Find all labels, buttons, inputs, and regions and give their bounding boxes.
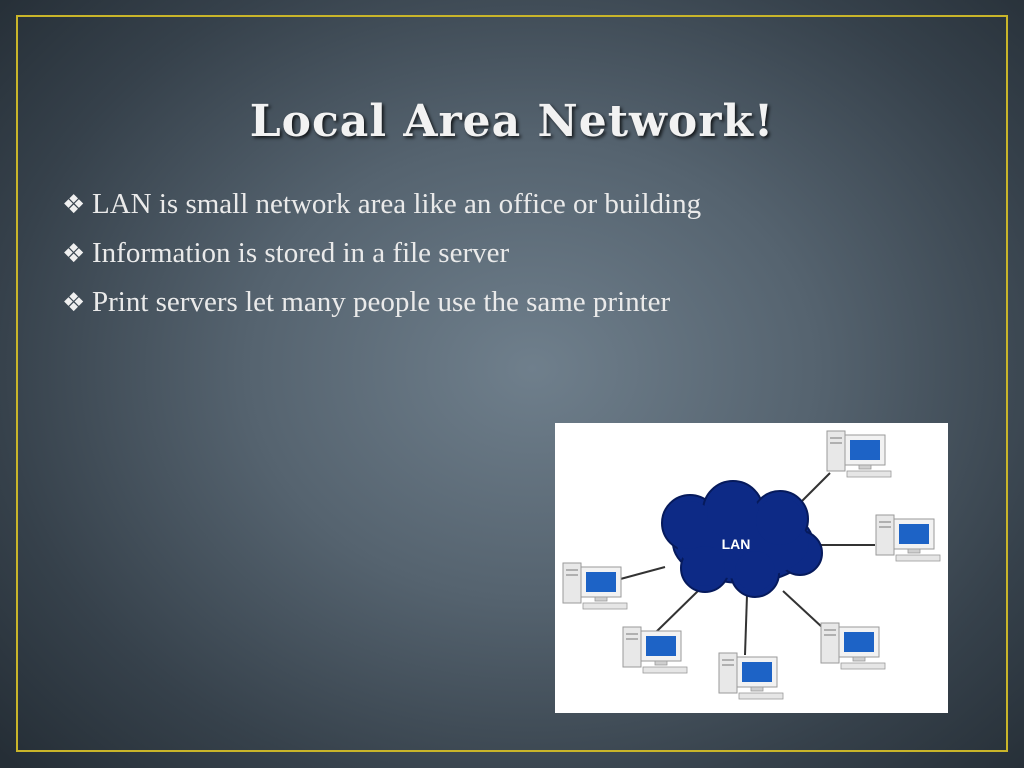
bullet-item: ❖LAN is small network area like an offic…: [62, 188, 701, 237]
computer-icon: [562, 562, 628, 610]
bullet-item: ❖Information is stored in a file server: [62, 237, 701, 286]
diamond-bullet-icon: ❖: [62, 239, 86, 269]
computer-icon: [820, 622, 886, 670]
diamond-bullet-icon: ❖: [62, 288, 86, 318]
bullet-item: ❖Print servers let many people use the s…: [62, 286, 701, 335]
bullet-text: Print servers let many people use the sa…: [92, 286, 671, 318]
computer-icon: [826, 430, 892, 478]
diamond-bullet-icon: ❖: [62, 190, 86, 220]
lan-label: LAN: [722, 536, 751, 552]
bullet-text: LAN is small network area like an office…: [92, 188, 702, 220]
bullet-list: ❖LAN is small network area like an offic…: [62, 188, 701, 335]
computer-icon: [622, 626, 688, 674]
computer-icon: [875, 514, 941, 562]
lan-diagram-image: LAN: [555, 423, 948, 713]
slide-frame: [16, 15, 1008, 752]
network-links: [612, 472, 875, 656]
bullet-text: Information is stored in a file server: [92, 237, 510, 269]
slide-title: Local Area Network!: [249, 96, 775, 147]
computer-icon: [718, 652, 784, 700]
